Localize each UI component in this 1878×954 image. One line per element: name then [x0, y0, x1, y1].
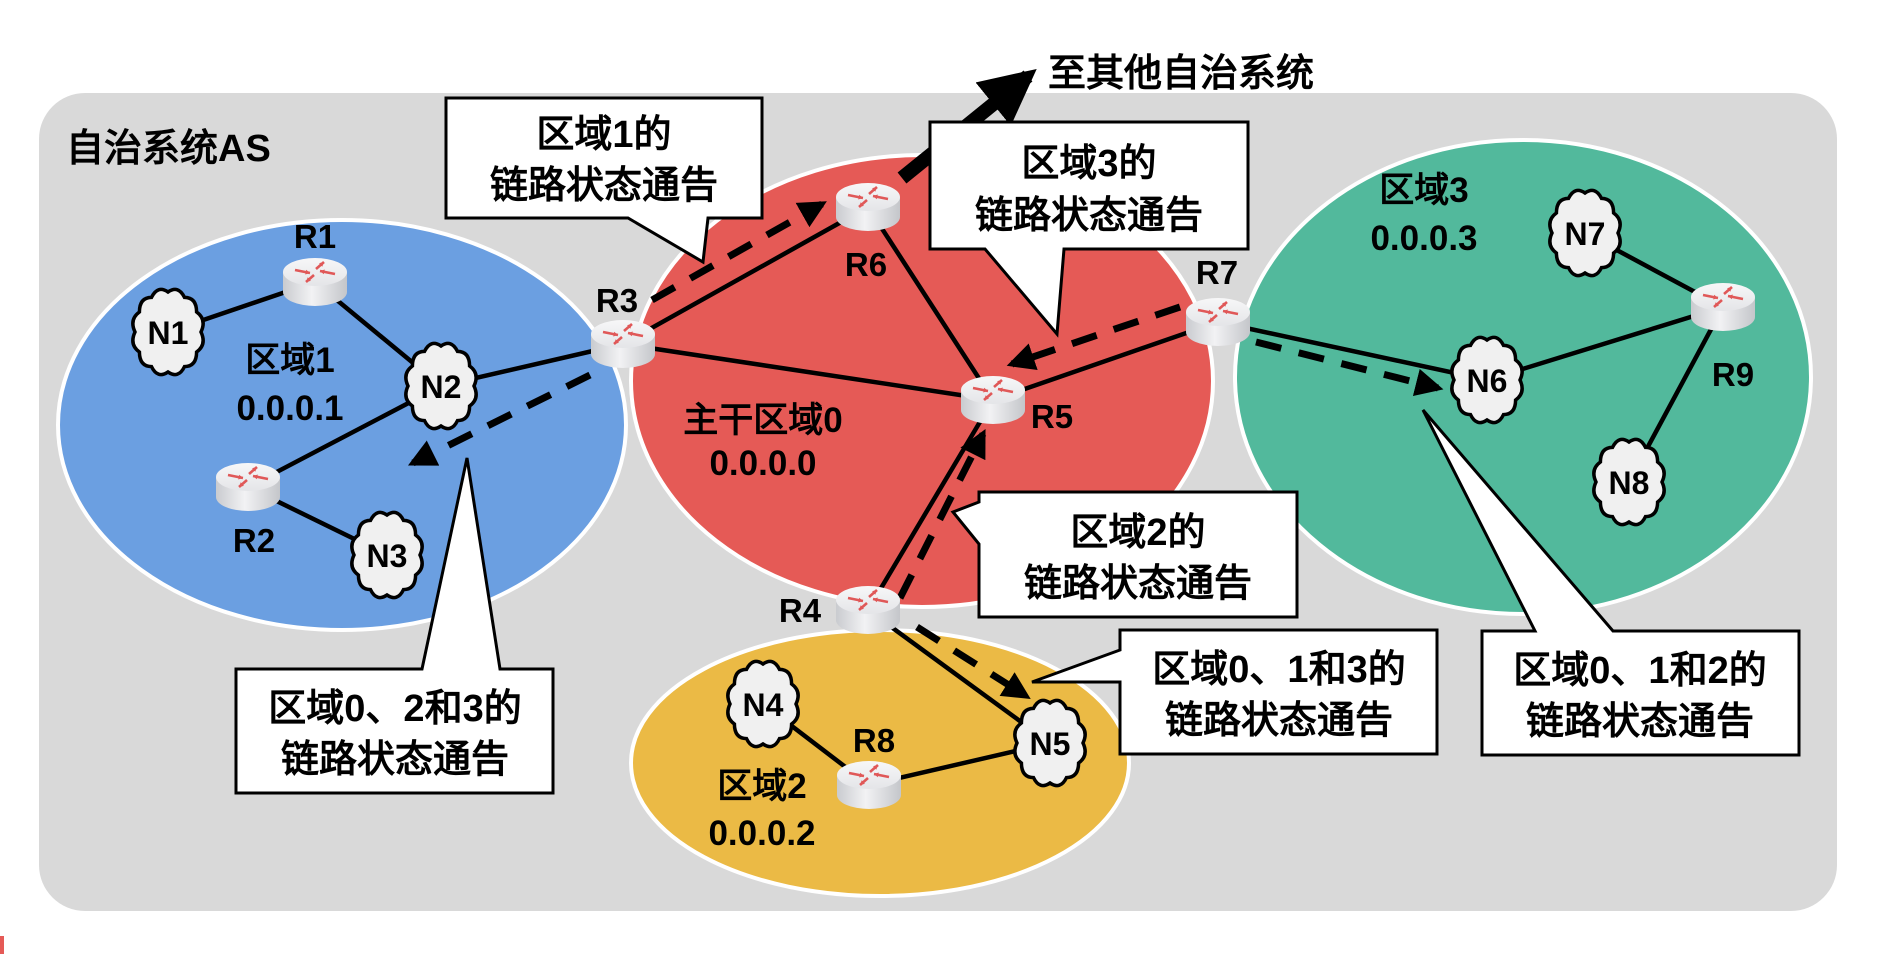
network-label: N1 — [148, 315, 189, 351]
router-r6: R6 — [836, 183, 900, 283]
callout-area1-lsa: 区域1的 链路状态通告 — [444, 96, 764, 265]
router-r1: R1 — [283, 218, 347, 306]
area1-id: 0.0.0.1 — [236, 389, 343, 428]
callout-area1-line2: 链路状态通告 — [490, 165, 718, 207]
area2-id: 0.0.0.2 — [708, 814, 815, 853]
backbone-name: 主干区域0 — [683, 401, 842, 440]
callout-013-line1: 区域0、1和3的 — [1152, 649, 1405, 691]
link-n6-r9 — [1486, 304, 1724, 383]
as-title: 自治系统AS — [66, 128, 271, 170]
network-label: N3 — [367, 538, 408, 574]
cloud-icon — [131, 287, 205, 377]
callout-area3-line1: 区域3的 — [1021, 143, 1156, 185]
callout-023-line2: 链路状态通告 — [281, 739, 509, 781]
callout-areas-023-lsa: 区域0、2和3的 链路状态通告 — [234, 457, 555, 795]
lsa-flows — [407, 200, 1444, 699]
router-label: R8 — [853, 722, 895, 759]
router-r9: R9 — [1691, 283, 1755, 393]
corner-marker — [0, 936, 4, 954]
router-r2: R2 — [216, 463, 280, 559]
router-label: R2 — [233, 522, 275, 559]
router-icon — [837, 761, 901, 809]
callout-area3-lsa: 区域3的 链路状态通告 — [928, 120, 1250, 338]
router-r4: R4 — [779, 586, 900, 634]
callout-area3-line2: 链路状态通告 — [975, 195, 1203, 237]
callout-012-line2: 链路状态通告 — [1526, 701, 1754, 743]
callout-area1-line1: 区域1的 — [536, 114, 671, 156]
lsa-flow-r7-n6 — [1255, 338, 1444, 397]
callout-013-line2: 链路状态通告 — [1165, 700, 1393, 742]
callout-023-line1: 区域0、2和3的 — [268, 688, 521, 730]
router-label: R1 — [294, 218, 336, 255]
cloud-icon — [350, 510, 424, 600]
router-icon — [961, 376, 1025, 424]
router-label: R5 — [1031, 398, 1073, 435]
link-r6-r5 — [866, 205, 995, 402]
callout-area2-line1: 区域2的 — [1070, 512, 1205, 554]
area2-name: 区域2 — [717, 767, 806, 806]
link-r7-r5 — [992, 319, 1219, 403]
cloud-icon — [1592, 437, 1666, 527]
network-label: N6 — [1467, 363, 1508, 399]
router-r5: R5 — [961, 376, 1073, 435]
area1-name: 区域1 — [245, 341, 334, 380]
router-label: R9 — [1712, 356, 1754, 393]
callout-areas-012-lsa: 区域0、1和2的 链路状态通告 — [1421, 409, 1801, 757]
cloud-icon — [726, 659, 800, 749]
router-icon — [283, 258, 347, 306]
network-label: N4 — [743, 687, 784, 723]
router-icon — [1186, 298, 1250, 346]
link-r3-r6 — [621, 205, 870, 346]
area3-id: 0.0.0.3 — [1370, 219, 1477, 258]
network-n3: N3 — [350, 510, 424, 600]
backbone-id: 0.0.0.0 — [709, 444, 816, 483]
callout-area2-lsa: 区域2的 链路状态通告 — [950, 490, 1299, 619]
router-icon — [836, 586, 900, 634]
link-r3-r5 — [622, 341, 994, 403]
network-n8: N8 — [1592, 437, 1666, 527]
link-r4-n5 — [866, 608, 1052, 745]
cloud-icon — [404, 341, 478, 431]
lsa-flow-r7-r5 — [1006, 303, 1182, 371]
router-r7: R7 — [1186, 254, 1250, 346]
router-label: R7 — [1196, 254, 1238, 291]
network-n7: N7 — [1548, 188, 1622, 278]
network-n1: N1 — [131, 287, 205, 377]
router-icon — [591, 320, 655, 368]
network-n6: N6 — [1450, 335, 1524, 425]
external-as-label: 至其他自治系统 — [1048, 53, 1314, 95]
area3-name: 区域3 — [1379, 171, 1468, 210]
router-icon — [836, 183, 900, 231]
network-label: N8 — [1609, 465, 1650, 501]
router-label: R4 — [779, 592, 822, 629]
network-n4: N4 — [726, 659, 800, 749]
lsa-flow-r4-r5 — [896, 429, 987, 600]
lsa-flow-r3-area1 — [407, 371, 592, 467]
router-label: R3 — [596, 282, 638, 319]
cloud-icon — [1548, 188, 1622, 278]
network-label: N2 — [421, 369, 462, 405]
router-icon — [1691, 283, 1755, 331]
router-label: R6 — [845, 246, 887, 283]
callout-012-line1: 区域0、1和2的 — [1513, 650, 1766, 692]
cloud-icon — [1013, 698, 1087, 788]
callout-areas-013-lsa: 区域0、1和3的 链路状态通告 — [1031, 628, 1439, 756]
cloud-icon — [1450, 335, 1524, 425]
network-label: N5 — [1030, 726, 1071, 762]
network-label: N7 — [1565, 216, 1606, 252]
network-n2: N2 — [404, 341, 478, 431]
router-r8: R8 — [837, 722, 901, 809]
router-icon — [216, 463, 280, 511]
network-n5: N5 — [1013, 698, 1087, 788]
lsa-flow-r4-n5 — [915, 624, 1031, 699]
callout-area2-line2: 链路状态通告 — [1024, 563, 1252, 605]
lsa-flow-r3-r6 — [650, 200, 827, 304]
router-r3: R3 — [591, 282, 655, 368]
